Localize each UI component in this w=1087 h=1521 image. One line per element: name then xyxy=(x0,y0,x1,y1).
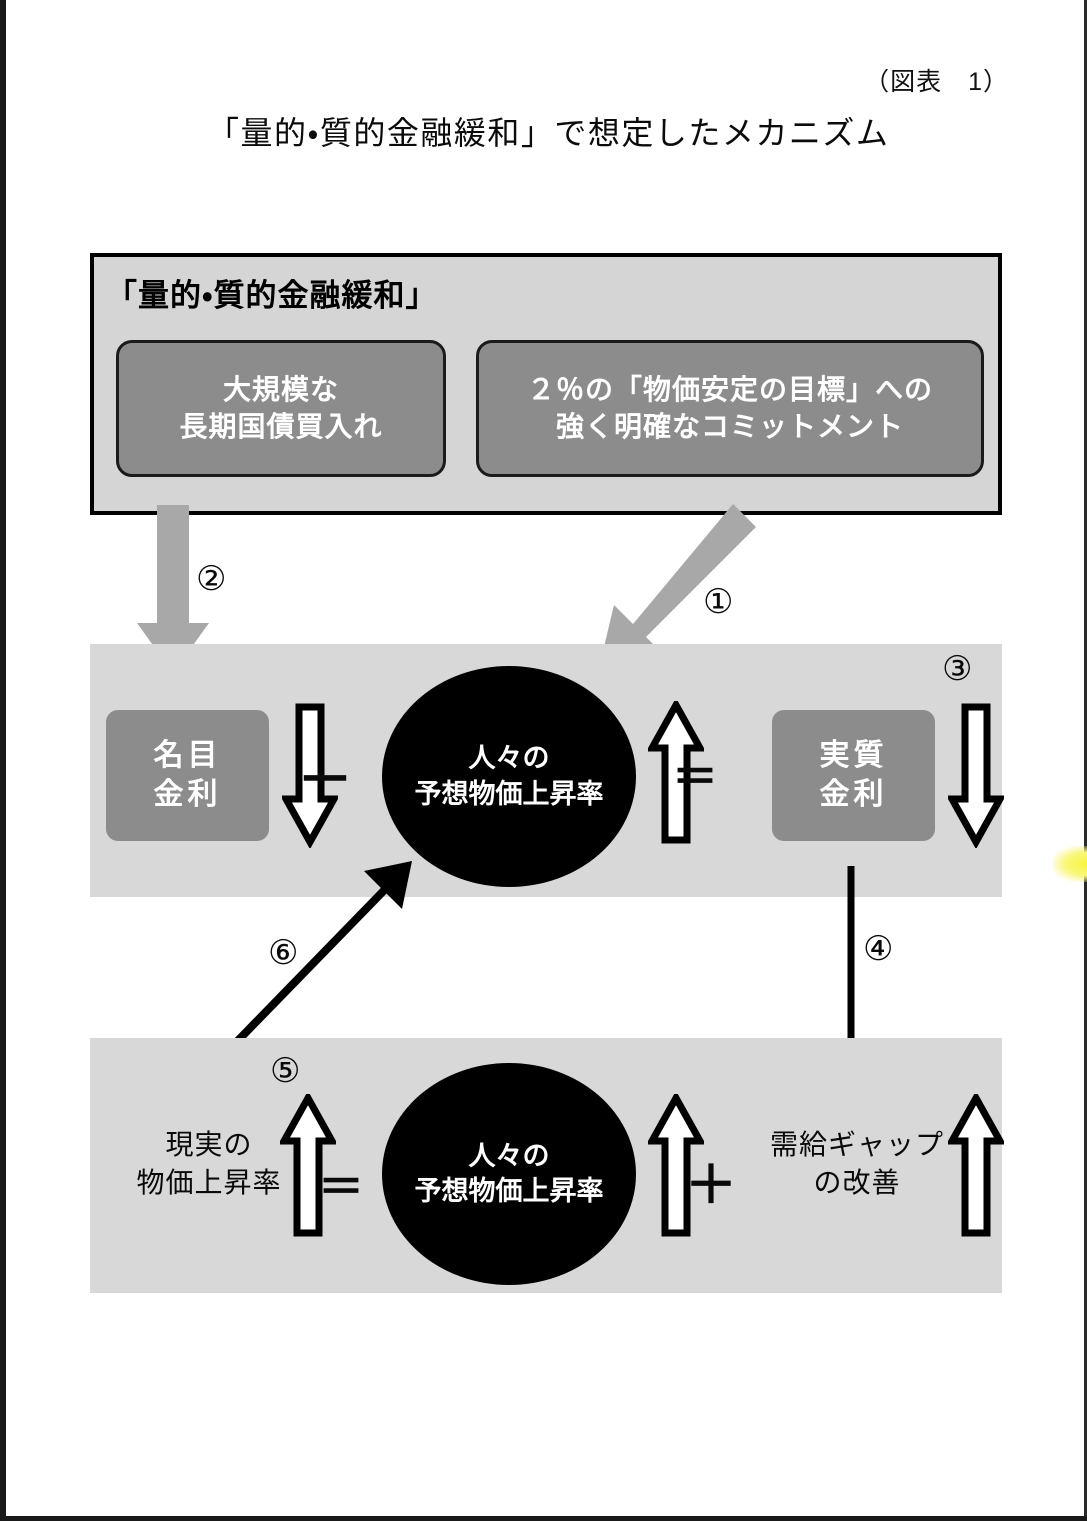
nominal-rate-box: 名目 金利 xyxy=(106,710,269,841)
arrow-up-expected-inflation-inflation-icon xyxy=(648,1094,704,1239)
page-edge-right-artifact xyxy=(1084,0,1087,1521)
policy-card-price-target-commitment: ２％の「物価安定の目標」への 強く明確なコミットメント xyxy=(476,340,984,477)
page-edge-bottom-artifact xyxy=(0,1516,1087,1521)
policy-card-commitment-line2: 強く明確なコミットメント xyxy=(555,410,904,442)
actual-inflation-label: 現実の 物価上昇率 xyxy=(114,1126,304,1202)
expected-inflation-inflation-line2: 予想物価上昇率 xyxy=(414,1176,604,1206)
operator-plus: ＋ xyxy=(685,1156,738,1215)
operator-equal-inflation: ＝ xyxy=(318,1161,364,1213)
qqe-heading: 「量的・質的金融緩和」 xyxy=(106,278,438,313)
yellow-highlight-artifact xyxy=(1053,846,1087,882)
connector-arrow-2 xyxy=(136,505,210,675)
inflation-identity-band: 現実の 物価上昇率 ⑤ ＝ 人々の 予想物価上昇率 ＋ 需給ギャップ の改善 xyxy=(90,1038,1004,1293)
step-marker-4: ④ xyxy=(863,929,894,969)
step-marker-5: ⑤ xyxy=(270,1051,301,1091)
expected-inflation-rates-line2: 予想物価上昇率 xyxy=(414,778,604,809)
nominal-rate-line2: 金利 xyxy=(153,777,222,811)
policy-card-jgb-line1: 大規模な xyxy=(222,373,339,405)
page-title: 「量的・質的金融緩和」で想定したメカニズム xyxy=(207,115,890,151)
output-gap-label: 需給ギャップ の改善 xyxy=(740,1126,974,1202)
actual-inflation-line1: 現実の xyxy=(165,1129,253,1160)
real-rate-line1: 実質 xyxy=(819,739,888,773)
policy-card-jgb-purchases: 大規模な 長期国債買入れ xyxy=(116,340,446,477)
qqe-policy-container: 「量的・質的金融緩和」 大規模な 長期国債買入れ ２％の「物価安定の目標」への … xyxy=(90,253,1002,515)
real-rate-identity-band: 名目 金利 － 人々の 予想物価上昇率 ＝ 実質 金利 ③ xyxy=(90,644,1004,897)
arrow-up-output-gap-icon xyxy=(948,1094,1004,1239)
page-edge-left-artifact xyxy=(0,0,6,1521)
operator-minus: － xyxy=(297,747,353,811)
real-rate-box: 実質 金利 xyxy=(772,710,935,841)
arrow-up-expected-inflation-rates-icon xyxy=(648,701,704,846)
real-rate-line2: 金利 xyxy=(819,777,888,811)
expected-inflation-rates-line1: 人々の xyxy=(468,743,550,774)
nominal-rate-line1: 名目 xyxy=(153,739,222,773)
expected-inflation-inflation-line1: 人々の xyxy=(468,1140,550,1171)
expected-inflation-ellipse-rates: 人々の 予想物価上昇率 xyxy=(382,666,636,887)
arrow-down-real-rate-icon xyxy=(948,703,1004,848)
step-marker-1: ① xyxy=(703,582,734,622)
figure-number-label: （図表 1） xyxy=(864,68,1009,96)
policy-card-jgb-line2: 長期国債買入れ xyxy=(179,410,383,442)
arrow-up-actual-inflation-icon xyxy=(280,1094,336,1239)
step-marker-3: ③ xyxy=(942,649,973,689)
output-gap-line2: の改善 xyxy=(813,1167,901,1199)
arrow-down-nominal-rate-icon xyxy=(282,703,338,848)
policy-card-commitment-line1: ２％の「物価安定の目標」への xyxy=(526,373,933,405)
operator-equal-rates: ＝ xyxy=(672,751,718,803)
expected-inflation-ellipse-inflation: 人々の 予想物価上昇率 xyxy=(382,1063,636,1285)
step-marker-6: ⑥ xyxy=(268,933,299,973)
output-gap-line1: 需給ギャップ xyxy=(769,1129,944,1160)
step-marker-2: ② xyxy=(196,559,227,599)
connector-arrow-1 xyxy=(572,500,758,678)
actual-inflation-line2: 物価上昇率 xyxy=(136,1167,282,1199)
